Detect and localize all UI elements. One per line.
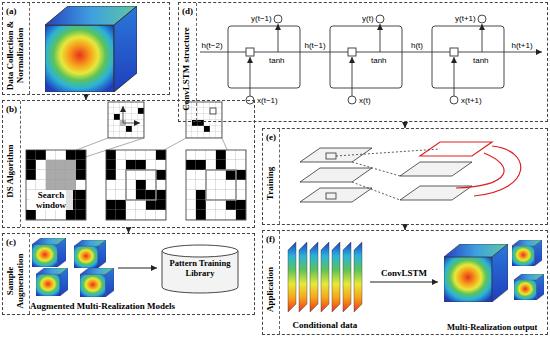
panel-box: (e) Training	[262, 128, 548, 225]
panel-title: Sample Augmentation	[5, 250, 25, 312]
variable-label: tanh	[269, 56, 285, 66]
strip-divider	[29, 3, 30, 94]
strip-divider	[20, 101, 21, 227]
library-text-box: Pattern Training Library	[161, 244, 239, 282]
variable-label: y(t+1)	[455, 14, 476, 24]
convlstm-cells	[200, 15, 542, 104]
library-cylinder: Pattern Training Library	[161, 244, 239, 294]
variable-label: tanh	[473, 56, 489, 66]
variable-label: h(t)	[411, 41, 423, 51]
panel-title: ConvLSTM structure	[181, 19, 191, 119]
panel-tag: (a)	[6, 6, 17, 16]
variable-label: tanh	[371, 56, 387, 66]
variable-label: h(t+1)	[512, 41, 533, 51]
strip-divider	[279, 129, 280, 224]
application-figure	[288, 240, 544, 312]
ds-grids	[26, 102, 246, 220]
panel-title: Data Collection & Normalization	[5, 19, 25, 92]
variable-label: y(t−1)	[251, 14, 272, 24]
variable-label: x(t−1)	[257, 96, 278, 106]
panel-title: Application	[265, 247, 275, 332]
variable-label: x(t)	[359, 96, 371, 106]
annotation-label: ConvLSTM	[381, 268, 427, 278]
panel-tag: (c)	[6, 237, 16, 247]
variable-label: h(t−2)	[202, 41, 223, 51]
annotation-label: Conditional data	[293, 320, 358, 330]
training-layers	[300, 142, 521, 202]
panel-title: DS Algorithm	[5, 117, 15, 225]
panel-box: (a) Data Collection & Normalization	[2, 2, 170, 95]
panel-tag: (f)	[266, 234, 275, 244]
strip-divider	[279, 231, 280, 334]
variable-label: h(t−1)	[305, 41, 326, 51]
panel-tag: (d)	[182, 6, 193, 16]
variable-label: y(t)	[362, 14, 374, 24]
annotation-label: Search window	[29, 190, 73, 210]
panel-tag: (b)	[6, 104, 17, 114]
panel-title: Training	[265, 145, 275, 222]
cube-model	[45, 6, 137, 92]
augmented-cubes	[32, 238, 157, 297]
strip-divider	[196, 3, 197, 121]
panel-box: (f) Application	[262, 230, 548, 335]
strip-divider	[29, 234, 30, 314]
variable-label: x(t+1)	[461, 96, 482, 106]
annotation-label: Augmented Multi-Realization Models	[30, 301, 175, 311]
annotation-label: Multi-Realization output	[447, 322, 537, 332]
panel-tag: (e)	[266, 132, 276, 142]
library-label: Pattern Training Library	[165, 258, 235, 278]
